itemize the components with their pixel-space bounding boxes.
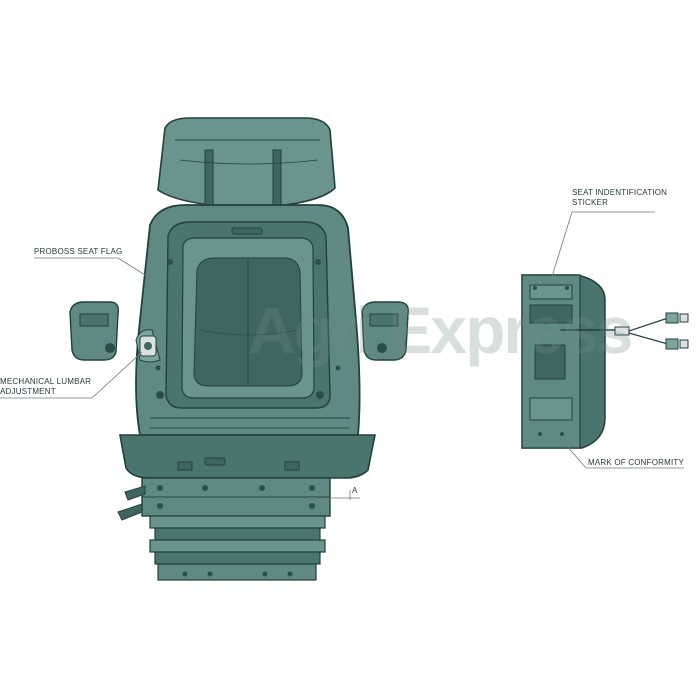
label-mark-of-conformity: MARK OF CONFORMITY: [588, 458, 685, 467]
label-mechanical-lumbar: MECHANICAL LUMBAR ADJUSTMENT: [0, 377, 91, 397]
suspension-mechanism: [117, 477, 331, 521]
label-proboss-seat-flag: PROBOSS SEAT FLAG: [34, 247, 123, 256]
label-mechanical-lumbar-line2: ADJUSTMENT: [0, 387, 56, 396]
dimension-a-marker: [325, 490, 360, 500]
bellows: [149, 515, 326, 581]
label-seat-identification-line1: SEAT INDENTIFICATION: [572, 188, 668, 197]
headrest: [157, 117, 336, 209]
label-mechanical-lumbar-line1: MECHANICAL LUMBAR: [0, 377, 92, 386]
seat-side-view: [521, 274, 689, 449]
label-seat-identification-line2: STICKER: [572, 198, 609, 207]
watermark: Agri Express: [248, 293, 633, 367]
right-armrest: [361, 301, 409, 361]
seat-flag-and-lumbar-knob: [135, 329, 161, 363]
backrest: [135, 204, 361, 436]
seat-base: [119, 434, 376, 479]
label-dimension-a: A: [352, 486, 358, 495]
label-seat-identification-sticker: SEAT INDENTIFICATION STICKER: [572, 188, 667, 208]
leader-lines: [0, 211, 684, 469]
left-armrest: [69, 301, 120, 361]
